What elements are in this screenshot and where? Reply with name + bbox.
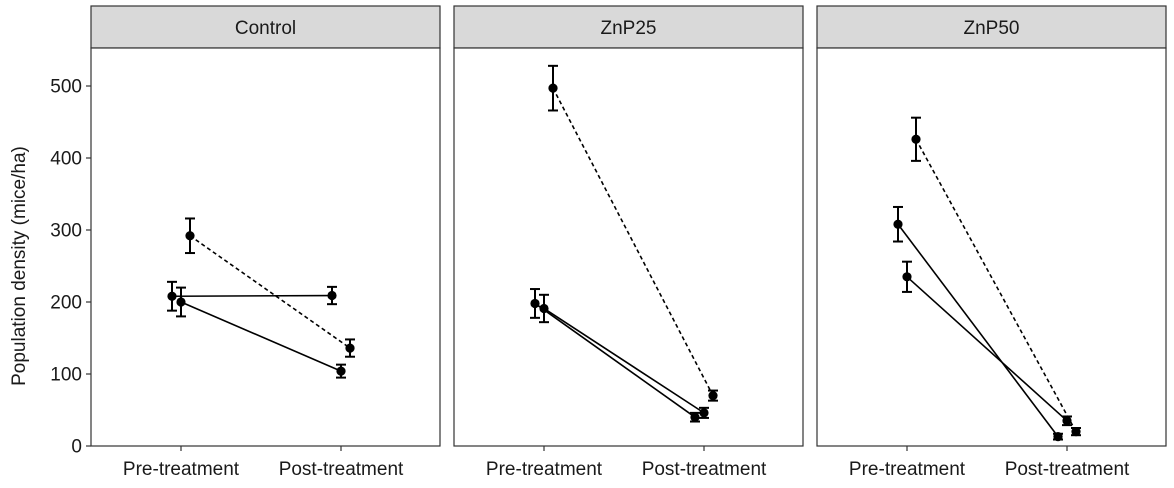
- data-series: [185, 217, 355, 358]
- data-point: [1062, 416, 1072, 426]
- data-point: [911, 134, 921, 144]
- y-axis: 0 100 200 300 400 500: [50, 77, 91, 458]
- x-tick-label: Post-treatment: [279, 459, 404, 480]
- series-line: [897, 223, 1059, 438]
- data-point: [548, 83, 558, 93]
- data-point: [902, 272, 912, 282]
- data-series: [167, 280, 337, 312]
- data-series: [911, 116, 1081, 437]
- data-point: [327, 290, 337, 301]
- series-line: [534, 302, 696, 418]
- data-point: [690, 412, 700, 422]
- data-point: [893, 219, 903, 229]
- data-point: [185, 231, 195, 241]
- data-point: [1071, 427, 1081, 437]
- data-point: [699, 408, 709, 418]
- data-point: [530, 298, 540, 309]
- data-point: [176, 297, 186, 307]
- facet-strip: [816, 5, 1167, 49]
- x-tick-label: Pre-treatment: [486, 459, 603, 480]
- plot-area: [90, 47, 441, 447]
- series-line: [906, 276, 1068, 422]
- plot-area: [816, 47, 1167, 447]
- series-line: [180, 301, 342, 372]
- y-tick-label: 200: [50, 293, 82, 314]
- facet-title: Control: [235, 18, 296, 39]
- series-line: [189, 235, 351, 349]
- y-tick-label: 400: [50, 149, 82, 170]
- x-tick-label: Pre-treatment: [849, 459, 966, 480]
- series-line: [543, 307, 705, 414]
- y-axis-title: Population density (mice/ha): [9, 146, 30, 386]
- y-tick-label: 300: [50, 221, 82, 242]
- data-point: [336, 366, 346, 376]
- series-line: [552, 87, 714, 396]
- data-series: [530, 288, 700, 423]
- data-point: [345, 343, 355, 353]
- data-point: [1053, 432, 1063, 442]
- y-tick-label: 0: [71, 437, 82, 458]
- data-series: [893, 205, 1063, 442]
- x-tick-label: Post-treatment: [1005, 459, 1130, 480]
- data-point: [708, 391, 718, 401]
- data-series: [548, 64, 718, 402]
- x-tick-label: Post-treatment: [642, 459, 767, 480]
- data-series: [176, 286, 346, 379]
- data-series: [902, 260, 1072, 427]
- data-point: [539, 303, 549, 314]
- y-tick-label: 100: [50, 365, 82, 386]
- facet-title: ZnP25: [601, 18, 657, 39]
- x-tick-label: Pre-treatment: [123, 459, 240, 480]
- y-tick-label: 500: [50, 77, 82, 98]
- series-line: [171, 294, 333, 298]
- data-series: [539, 293, 709, 419]
- plot-area: [453, 47, 804, 447]
- data-point: [167, 291, 177, 301]
- facet-title: ZnP50: [964, 18, 1020, 39]
